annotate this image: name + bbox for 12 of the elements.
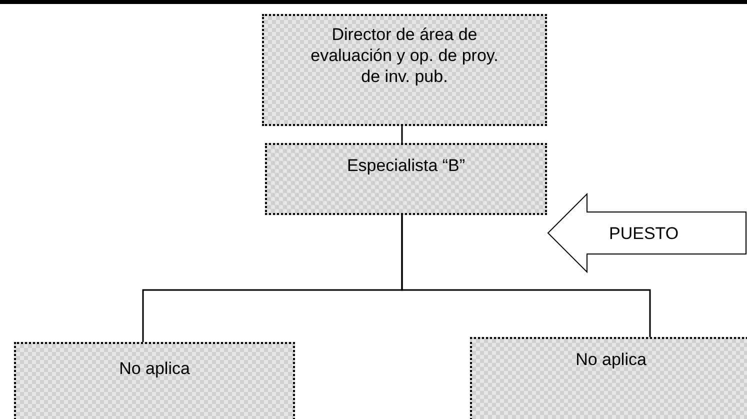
node-label: PUESTO — [609, 223, 679, 244]
node-label: Especialista “B” — [346, 155, 466, 176]
org-box — [262, 14, 547, 126]
node-label: No aplica — [119, 358, 190, 379]
node-label: No aplica — [576, 349, 646, 370]
connector-line — [401, 215, 651, 337]
block-arrow — [547, 193, 747, 273]
org-box — [265, 143, 547, 215]
node-label: Director de área de evaluación y op. de proy. de inv. pub. — [310, 24, 500, 87]
connector-line — [401, 126, 403, 143]
org-box — [14, 342, 295, 419]
org-box — [470, 337, 747, 419]
